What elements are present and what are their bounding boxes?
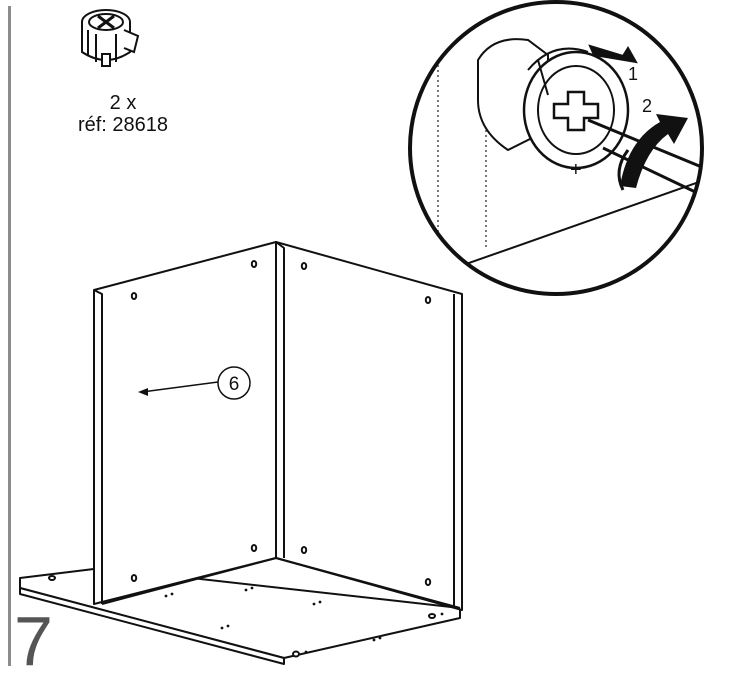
part-reference: réf: 28618 — [77, 114, 169, 136]
step-number: 7 — [14, 602, 53, 680]
cam-lock-fitting-icon — [81, 9, 140, 67]
detail-label-push: 1 — [628, 64, 638, 84]
page-margin-bar — [8, 6, 11, 666]
detail-plus-sign: + — [570, 159, 582, 181]
detail-zoom-circle: 1 2 + — [408, 0, 704, 296]
panel-callout-label: 6 — [229, 374, 240, 395]
panel-callout-circle — [217, 366, 251, 400]
cabinet-assembly-drawing: 6 — [19, 241, 463, 665]
left-panel — [93, 241, 277, 605]
part-quantity: 2 x — [109, 92, 137, 114]
right-panel — [275, 241, 463, 611]
detail-label-turn: 2 — [642, 96, 652, 116]
part-quantity-block: 2 x réf: 28618 — [58, 92, 188, 136]
